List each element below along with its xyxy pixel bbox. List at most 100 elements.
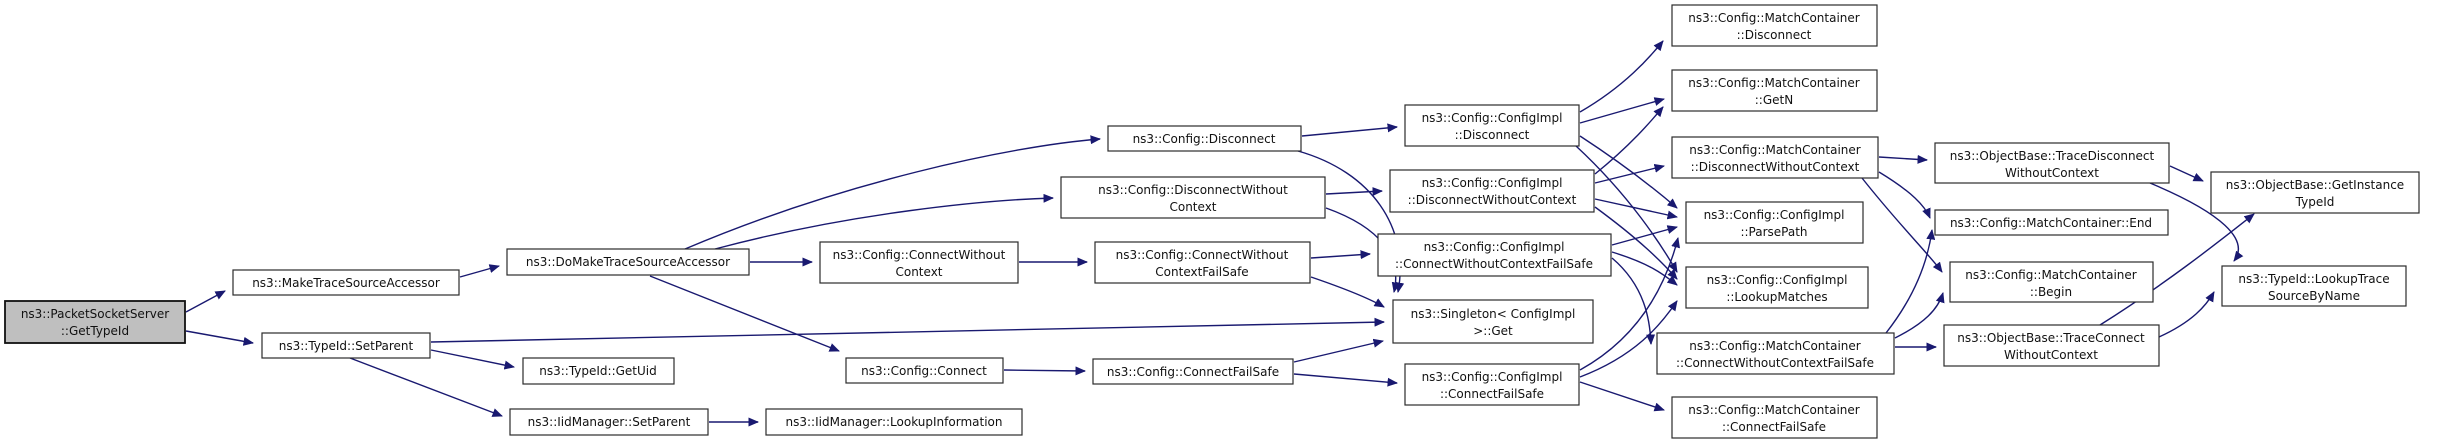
svg-text:::ConnectFailSafe: ::ConnectFailSafe — [1722, 420, 1826, 434]
node-matchcontainer-end[interactable]: ns3::Config::MatchContainer::End — [1934, 209, 2169, 236]
edge-gettypeid-maketrace — [185, 290, 226, 313]
svg-text:ns3::Config::ConfigImpl: ns3::Config::ConfigImpl — [1704, 208, 1845, 222]
svg-text:TypeId: TypeId — [2295, 195, 2335, 209]
svg-text:ns3::IidManager::LookupInforma: ns3::IidManager::LookupInformation — [786, 415, 1003, 429]
svg-text:ns3::Config::MatchContainer::E: ns3::Config::MatchContainer::End — [1950, 216, 2152, 230]
node-iidmanager-setparent[interactable]: ns3::IidManager::SetParent — [509, 408, 709, 436]
edge-gettypeid-setparent — [185, 330, 254, 346]
node-configimpl-connectwithoutcontextfailsafe[interactable]: ns3::Config::ConfigImpl ::ConnectWithout… — [1377, 233, 1612, 277]
svg-text:ns3::Config::Connect: ns3::Config::Connect — [861, 364, 987, 378]
svg-text:ns3::ObjectBase::TraceConnect: ns3::ObjectBase::TraceConnect — [1957, 331, 2145, 345]
node-matchcontainer-disconnect[interactable]: ns3::Config::MatchContainer ::Disconnect — [1671, 4, 1878, 47]
svg-text:ns3::Config::ConfigImpl: ns3::Config::ConfigImpl — [1424, 240, 1565, 254]
node-packetsocketserver-gettypeid[interactable]: ns3::PacketSocketServer ::GetTypeId — [4, 300, 186, 344]
node-singleton-configimpl-get[interactable]: ns3::Singleton< ConfigImpl >::Get — [1392, 299, 1594, 344]
node-matchcontainer-getn[interactable]: ns3::Config::MatchContainer ::GetN — [1671, 69, 1878, 112]
edge-mc-connectwcfs-mc-begin — [1894, 292, 1945, 339]
node-iidmanager-lookupinformation[interactable]: ns3::IidManager::LookupInformation — [765, 408, 1023, 436]
node-matchcontainer-connectwithoutcontextfailsafe[interactable]: ns3::Config::MatchContainer ::ConnectWit… — [1656, 332, 1895, 375]
svg-text:ns3::PacketSocketServer: ns3::PacketSocketServer — [21, 307, 169, 321]
node-configimpl-disconnectwithoutcontext[interactable]: ns3::Config::ConfigImpl ::DisconnectWith… — [1389, 169, 1595, 213]
node-configimpl-lookupmatches[interactable]: ns3::Config::ConfigImpl ::LookupMatches — [1685, 266, 1869, 309]
node-typeid-getuid[interactable]: ns3::TypeId::GetUid — [522, 357, 675, 385]
edge-domaketrace-cfg-connect — [649, 275, 840, 352]
edge-cfg-connectfs-singleton-get — [1293, 338, 1384, 363]
svg-text:SourceByName: SourceByName — [2268, 289, 2360, 303]
edge-ob-traceconnectwc-ob-getinstancetypeid — [2099, 213, 2255, 326]
svg-text:ContextFailSafe: ContextFailSafe — [1155, 265, 1248, 279]
svg-text:::ConnectWithoutContextFailSaf: ::ConnectWithoutContextFailSafe — [1676, 356, 1874, 370]
node-config-connectwithoutcontext[interactable]: ns3::Config::ConnectWithout Context — [819, 241, 1019, 284]
svg-text:::ConnectWithoutContextFailSaf: ::ConnectWithoutContextFailSafe — [1395, 257, 1593, 271]
svg-text:ns3::TypeId::SetParent: ns3::TypeId::SetParent — [279, 339, 414, 353]
svg-text:Context: Context — [1169, 200, 1216, 214]
node-matchcontainer-disconnectwithoutcontext[interactable]: ns3::Config::MatchContainer ::Disconnect… — [1671, 136, 1879, 179]
edge-impl-disconnectwc-mc-disconnectwc — [1594, 163, 1665, 184]
node-objectbase-tracedisconnectwithoutcontext[interactable]: ns3::ObjectBase::TraceDisconnect Without… — [1934, 142, 2170, 184]
svg-text:ns3::Config::MatchContainer: ns3::Config::MatchContainer — [1689, 143, 1860, 157]
node-typeid-setparent[interactable]: ns3::TypeId::SetParent — [261, 332, 431, 359]
edge-impl-connectfs-mc-connectfs — [1579, 381, 1665, 412]
node-configimpl-disconnect[interactable]: ns3::Config::ConfigImpl ::Disconnect — [1404, 104, 1580, 147]
edge-impl-disconnect-impl-parsepath — [1579, 135, 1678, 209]
edge-mc-disconnectwc-ob-tracedisconnectwc — [1878, 154, 1928, 164]
edge-mc-disconnectwc-mc-end — [1878, 171, 1931, 219]
node-configimpl-parsepath[interactable]: ns3::Config::ConfigImpl ::ParsePath — [1685, 201, 1864, 244]
edge-impl-connectwcfs-impl-parsepath — [1611, 225, 1678, 246]
svg-text:ns3::Config::MatchContainer: ns3::Config::MatchContainer — [1688, 76, 1859, 90]
svg-text:::GetTypeId: ::GetTypeId — [61, 324, 129, 338]
svg-text:ns3::TypeId::LookupTrace: ns3::TypeId::LookupTrace — [2238, 272, 2389, 286]
node-config-disconnectwithoutcontext[interactable]: ns3::Config::DisconnectWithout Context — [1060, 176, 1326, 219]
edge-impl-connectwcfs-impl-lookupmatches — [1611, 251, 1678, 286]
svg-text:ns3::Config::MatchContainer: ns3::Config::MatchContainer — [1688, 403, 1859, 417]
svg-text:ns3::Config::DisconnectWithout: ns3::Config::DisconnectWithout — [1098, 183, 1288, 197]
node-config-connectfailsafe[interactable]: ns3::Config::ConnectFailSafe — [1092, 358, 1294, 385]
svg-text:ns3::DoMakeTraceSourceAccessor: ns3::DoMakeTraceSourceAccessor — [526, 255, 730, 269]
edge-cfg-connectwcfs-impl-connectwcfs — [1310, 250, 1371, 260]
edge-ob-tracedisconnectwc-ob-getinstancetypeid — [2169, 165, 2204, 182]
svg-text:::Begin: ::Begin — [2030, 285, 2072, 299]
svg-text:::DisconnectWithoutContext: ::DisconnectWithoutContext — [1408, 193, 1577, 207]
edge-impl-connectfs-impl-parsepath — [1579, 237, 1680, 371]
svg-text:>::Get: >::Get — [1473, 324, 1513, 338]
node-typeid-lookuptracesourcebyname[interactable]: ns3::TypeId::LookupTrace SourceByName — [2221, 265, 2407, 307]
edge-setparent-iidsetparent — [349, 357, 503, 417]
edge-setparent-getuid — [430, 349, 515, 370]
edge-mc-disconnectwc-mc-begin — [1861, 177, 1943, 273]
node-domaketracesourceaccessor[interactable]: ns3::DoMakeTraceSourceAccessor — [506, 248, 750, 276]
svg-text:::ParsePath: ::ParsePath — [1740, 225, 1807, 239]
edge-cfg-disconnectwc-impl-disconnectwc — [1325, 187, 1383, 197]
svg-text:ns3::Config::Disconnect: ns3::Config::Disconnect — [1133, 132, 1276, 146]
svg-text:WithoutContext: WithoutContext — [2005, 166, 2099, 180]
svg-text:::Disconnect: ::Disconnect — [1737, 28, 1812, 42]
svg-text:ns3::TypeId::GetUid: ns3::TypeId::GetUid — [539, 364, 657, 378]
node-matchcontainer-begin[interactable]: ns3::Config::MatchContainer ::Begin — [1949, 261, 2154, 303]
svg-text:WithoutContext: WithoutContext — [2004, 348, 2098, 362]
svg-text:ns3::Config::ConfigImpl: ns3::Config::ConfigImpl — [1422, 111, 1563, 125]
node-configimpl-connectfailsafe[interactable]: ns3::Config::ConfigImpl ::ConnectFailSaf… — [1404, 363, 1580, 406]
svg-text:ns3::Config::ConnectFailSafe: ns3::Config::ConnectFailSafe — [1107, 365, 1279, 379]
edge-impl-disconnect-mc-getn — [1579, 97, 1665, 124]
edge-cfg-connectwcfs-singleton-get — [1310, 276, 1385, 308]
node-config-disconnect[interactable]: ns3::Config::Disconnect — [1107, 125, 1302, 152]
node-maketracesourceaccessor[interactable]: ns3::MakeTraceSourceAccessor — [232, 269, 460, 296]
svg-text:ns3::Config::ConfigImpl: ns3::Config::ConfigImpl — [1422, 370, 1563, 384]
node-matchcontainer-connectfailsafe[interactable]: ns3::Config::MatchContainer ::ConnectFai… — [1671, 396, 1878, 439]
edge-impl-connectwcfs-mc-connectwcfs — [1611, 257, 1656, 345]
node-objectbase-getinstancetypeid[interactable]: ns3::ObjectBase::GetInstance TypeId — [2210, 171, 2420, 214]
edge-layer — [185, 40, 2255, 427]
svg-text:ns3::IidManager::SetParent: ns3::IidManager::SetParent — [528, 415, 691, 429]
svg-text:ns3::Config::MatchContainer: ns3::Config::MatchContainer — [1965, 268, 2136, 282]
svg-text:ns3::Singleton< ConfigImpl: ns3::Singleton< ConfigImpl — [1411, 307, 1576, 321]
svg-text:ns3::Config::ConnectWithout: ns3::Config::ConnectWithout — [833, 248, 1006, 262]
edge-cfg-connectfs-impl-connectfs — [1293, 373, 1398, 387]
svg-text:Context: Context — [895, 265, 942, 279]
edge-domaketrace-cfg-disconnect — [684, 135, 1101, 250]
svg-text:ns3::MakeTraceSourceAccessor: ns3::MakeTraceSourceAccessor — [252, 276, 440, 290]
svg-text:ns3::Config::ConfigImpl: ns3::Config::ConfigImpl — [1707, 273, 1848, 287]
node-config-connectwithoutcontextfailsafe[interactable]: ns3::Config::ConnectWithout ContextFailS… — [1094, 241, 1311, 284]
svg-text:::Disconnect: ::Disconnect — [1455, 128, 1530, 142]
node-objectbase-traceconnectwithoutcontext[interactable]: ns3::ObjectBase::TraceConnect WithoutCon… — [1943, 324, 2160, 367]
node-config-connect[interactable]: ns3::Config::Connect — [845, 357, 1004, 384]
edge-ob-traceconnectwc-typeid-lookuptrace — [2158, 291, 2215, 338]
